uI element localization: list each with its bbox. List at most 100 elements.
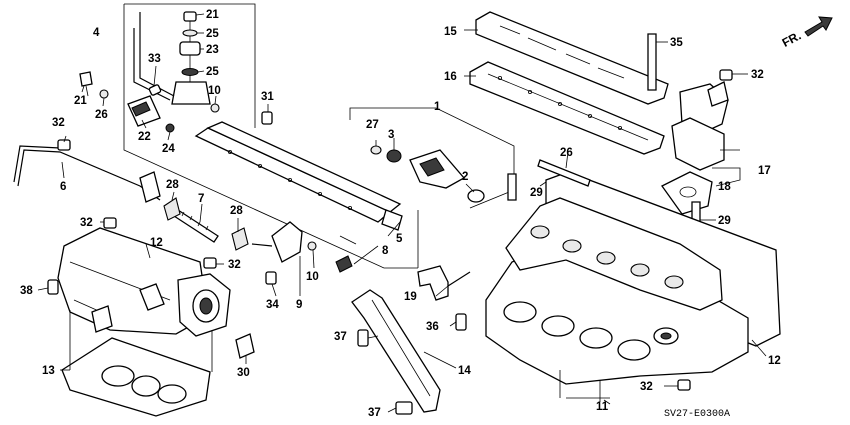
callout-10a: 10	[208, 85, 221, 97]
callout-16: 15	[444, 26, 457, 38]
fuel-rail	[194, 111, 403, 245]
damper-23-icon	[179, 41, 201, 56]
bolt-35-icon	[647, 33, 657, 91]
intake-manifold	[485, 159, 781, 402]
o-ring-25-icon	[181, 68, 199, 76]
clamp-28a-icon	[163, 197, 181, 221]
bracket-20	[417, 265, 471, 331]
bolt-38-icon	[47, 279, 59, 295]
seal-25-icon	[165, 123, 175, 133]
callout-37b: 37	[368, 407, 381, 419]
front-direction-arrow: FR.	[780, 16, 833, 50]
bolt-37b-icon	[395, 401, 413, 415]
callout-15: 14	[458, 365, 471, 377]
stud-30-icon	[235, 333, 255, 359]
injector-kit	[349, 107, 515, 209]
manifold-stay	[351, 289, 441, 415]
bolt-33-icon	[57, 139, 71, 151]
callout-23: 23	[206, 44, 219, 56]
washer-10b-icon	[307, 241, 317, 251]
clamp-28b-icon	[231, 227, 249, 251]
arrow-icon	[804, 16, 833, 37]
bolt-21-left	[79, 71, 109, 99]
callout-25b: 24	[162, 143, 175, 155]
callout-34a: 33	[148, 53, 161, 65]
injector-left	[127, 95, 175, 133]
callout-38: 38	[20, 285, 33, 297]
callout-32b: 32	[228, 259, 241, 271]
callout-13: 12	[150, 237, 163, 249]
callout-34b: 34	[266, 299, 279, 311]
nut-32c-icon	[719, 69, 733, 81]
callout-4: 4	[93, 27, 100, 39]
intake-manifold-cover	[469, 11, 669, 155]
callout-9: 9	[296, 299, 302, 311]
callout-35: 35	[670, 37, 683, 49]
callout-18: 17	[758, 165, 771, 177]
callout-labels: 4 21 25 23 25 33 10 21 26 22 24 32 6 31 …	[20, 9, 781, 419]
callout-11: 11	[596, 401, 609, 413]
washer-10-icon	[210, 103, 220, 113]
bolt-21-icon	[183, 11, 197, 22]
o-ring-27-icon	[370, 145, 382, 155]
callout-29a: 29	[530, 187, 543, 199]
bolt-36-icon	[455, 313, 467, 331]
egr-gasket-19-icon	[661, 171, 713, 215]
callout-20: 19	[404, 291, 417, 303]
callout-8: 8	[382, 245, 389, 257]
callout-10b: 10	[306, 271, 319, 283]
throttle-body-gasket	[61, 310, 213, 417]
callout-22: 22	[138, 131, 151, 143]
fuel-feed-pipe	[13, 139, 161, 203]
stud-29a-icon	[507, 173, 517, 201]
pulsation-damper-stack	[133, 11, 220, 113]
callout-12: 12	[768, 355, 781, 367]
callout-1: 1	[434, 101, 441, 113]
nut-32b-icon	[203, 257, 217, 269]
callout-32a: 32	[80, 217, 93, 229]
callout-21b: 21	[74, 95, 87, 107]
callout-17: 16	[444, 71, 457, 83]
callout-33: 32	[52, 117, 65, 129]
washer-26-icon	[182, 29, 198, 37]
nut-32d-icon	[677, 379, 691, 391]
direction-label: FR.	[780, 28, 804, 49]
leader-lines	[37, 13, 767, 413]
callout-31: 31	[261, 91, 274, 103]
throttle-body	[47, 217, 255, 359]
callout-27: 27	[366, 119, 379, 131]
callout-25a: 25	[206, 66, 219, 78]
egr-valve	[661, 69, 733, 237]
callout-21a: 21	[206, 9, 219, 21]
nut-32a-icon	[103, 217, 117, 229]
pressure-regulator	[251, 221, 353, 285]
callout-32c: 32	[751, 69, 764, 81]
callout-26a: 25	[206, 28, 219, 40]
callout-36: 36	[426, 321, 439, 333]
callout-3: 3	[388, 129, 394, 141]
damper-base-icon	[171, 81, 211, 105]
callout-24: 26	[560, 147, 573, 159]
injector-assembly-bracket	[123, 3, 419, 269]
stud-24-icon	[537, 159, 591, 187]
callout-29b: 29	[718, 215, 731, 227]
cushion-2-icon	[467, 189, 485, 203]
callout-37a: 37	[334, 331, 347, 343]
callout-6: 6	[60, 181, 66, 193]
callout-5: 5	[396, 233, 403, 245]
bolt-34-icon	[265, 271, 277, 285]
callout-28b: 28	[230, 205, 243, 217]
seal-ring-3-icon	[386, 149, 402, 163]
diagram-code: SV27-E0300A	[664, 409, 730, 420]
callout-26b: 26	[95, 109, 108, 121]
bolt-37a-icon	[357, 329, 369, 347]
callout-14: 13	[42, 365, 55, 377]
screw-34-icon	[148, 84, 162, 96]
callout-30: 30	[237, 367, 250, 379]
callout-2: 2	[462, 171, 468, 183]
callout-7: 7	[198, 193, 204, 205]
fuel-hose	[163, 197, 249, 251]
nut-31-icon	[261, 111, 273, 125]
